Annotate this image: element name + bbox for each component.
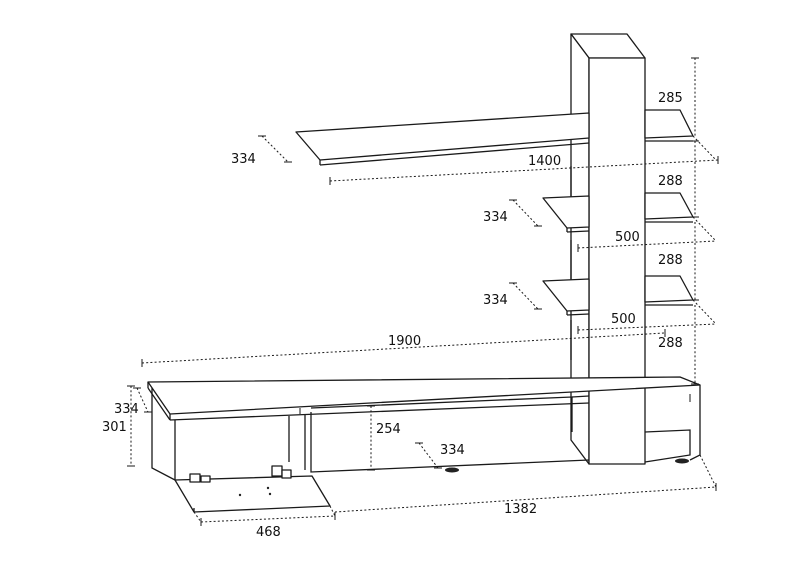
label-low-shelf-width: 500 — [611, 312, 636, 327]
label-column-h-third: 288 — [658, 253, 683, 268]
label-mid-shelf-width: 500 — [615, 230, 640, 245]
label-base-height: 301 — [102, 420, 127, 435]
mid-shelf-left — [542, 195, 590, 229]
dimension-lines — [127, 57, 719, 526]
drop-door — [174, 465, 331, 513]
label-column-h-fourth: 288 — [658, 336, 683, 351]
top-shelf — [295, 109, 694, 166]
top-shelf-right — [644, 109, 694, 139]
column-side-face — [570, 33, 590, 465]
low-shelf-left — [542, 278, 590, 312]
label-low-shelf-depth: 334 — [483, 293, 508, 308]
foot — [675, 458, 689, 464]
label-mid-shelf-depth: 334 — [483, 210, 508, 225]
label-base-total-width: 1900 — [388, 334, 421, 349]
low-shelf — [542, 275, 694, 316]
label-column-h-top: 285 — [658, 91, 683, 106]
label-niche-depth: 334 — [440, 443, 465, 458]
mid-shelf-right — [644, 192, 694, 220]
foot — [445, 467, 459, 473]
column-front-face — [588, 57, 646, 465]
low-shelf-right — [644, 275, 694, 303]
tall-column — [570, 33, 646, 465]
label-base-depth: 334 — [114, 402, 139, 417]
label-top-shelf-depth: 334 — [231, 152, 256, 167]
hinge-right — [271, 465, 283, 477]
label-door-width: 468 — [256, 525, 281, 540]
base-cabinet — [147, 376, 701, 481]
label-niche-height: 254 — [376, 422, 401, 437]
hinge-left — [189, 473, 201, 483]
top-shelf-surface — [295, 112, 590, 161]
middle-shelf — [542, 192, 694, 233]
label-column-h-second: 288 — [658, 174, 683, 189]
label-top-shelf-width: 1400 — [528, 154, 561, 169]
label-base-width-right: 1382 — [504, 502, 537, 517]
